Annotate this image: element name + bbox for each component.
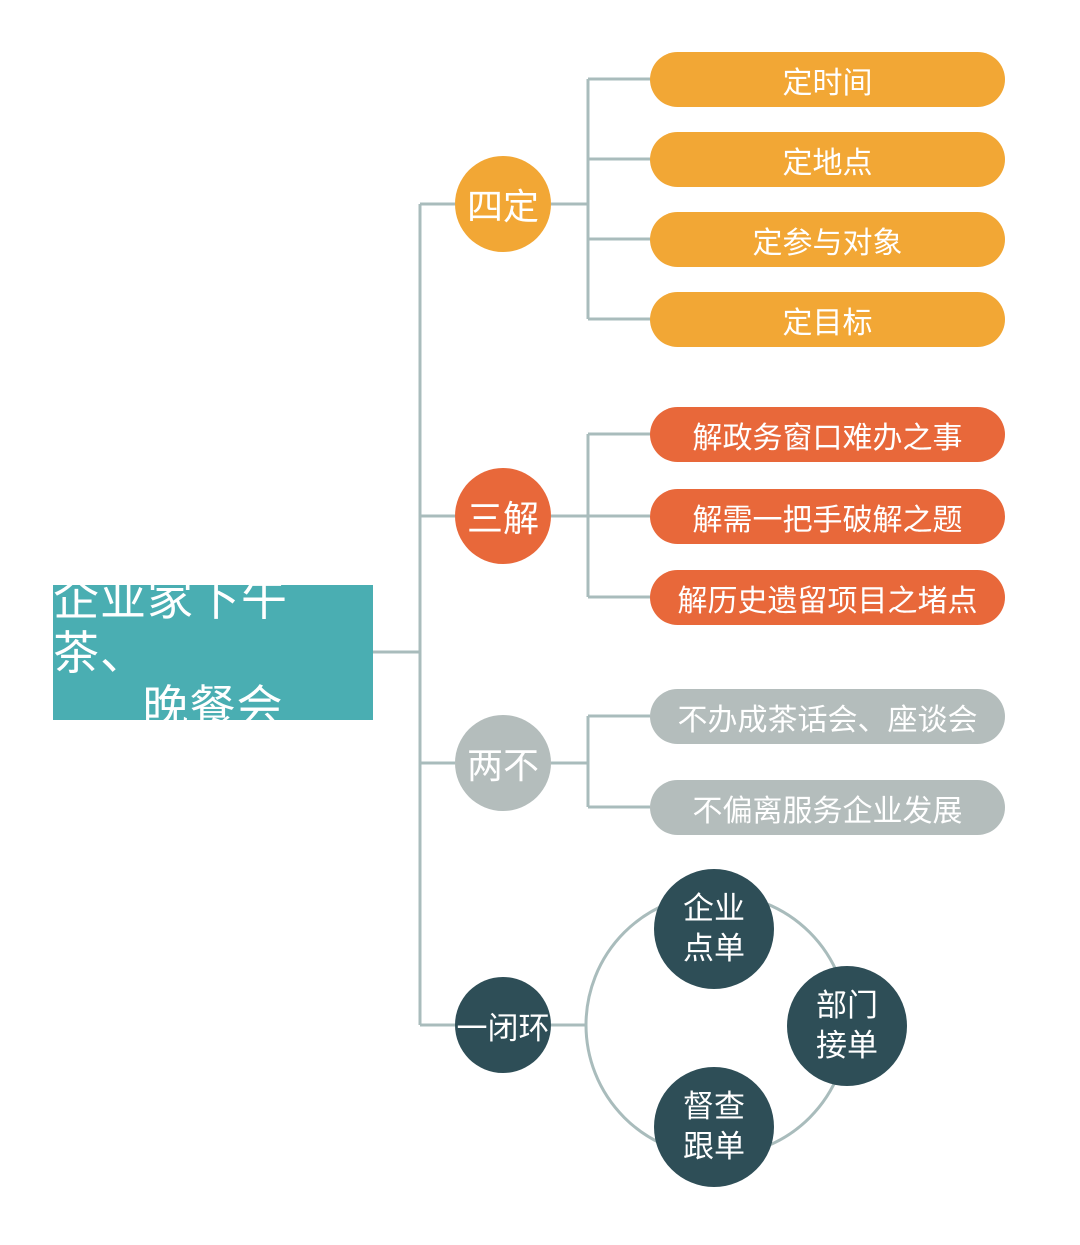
branch-sanjie: 三解 [455, 468, 551, 564]
loop-label-line1: 部门 [816, 988, 878, 1024]
leaf-sanjie-2: 解需一把手破解之题 [650, 489, 1005, 544]
branch-label: 一闭环 [456, 1010, 550, 1047]
leaf-label: 不办成茶话会、座谈会 [677, 702, 978, 738]
leaf-label: 定目标 [782, 305, 873, 341]
loop-label-line2: 跟单 [683, 1129, 745, 1165]
leaf-label: 解政务窗口难办之事 [692, 420, 963, 456]
leaf-label: 解历史遗留项目之堵点 [677, 583, 978, 619]
loop-label-line1: 企业 [683, 891, 745, 927]
leaf-liangbu-1: 不办成茶话会、座谈会 [650, 689, 1005, 744]
leaf-label: 定时间 [782, 65, 873, 101]
leaf-liangbu-2: 不偏离服务企业发展 [650, 780, 1005, 835]
loop-label-line2: 点单 [683, 931, 745, 967]
leaf-label: 定参与对象 [752, 225, 903, 261]
root-title-line1: 企业家下午茶、 [53, 571, 288, 680]
branch-siding: 四定 [455, 156, 551, 252]
branch-liangbu: 两不 [455, 715, 551, 811]
loop-label-line2: 接单 [816, 1028, 878, 1064]
leaf-label: 不偏离服务企业发展 [692, 793, 963, 829]
leaf-sanjie-3: 解历史遗留项目之堵点 [650, 570, 1005, 625]
root-title-line2: 晚餐会 [142, 679, 284, 734]
leaf-sanjie-1: 解政务窗口难办之事 [650, 407, 1005, 462]
loop-node-2: 部门 接单 [787, 966, 907, 1086]
branch-label: 两不 [466, 746, 539, 787]
branch-label: 四定 [466, 187, 539, 228]
leaf-siding-3: 定参与对象 [650, 212, 1005, 267]
loop-label-line1: 督查 [683, 1089, 745, 1125]
leaf-siding-1: 定时间 [650, 52, 1005, 107]
leaf-siding-2: 定地点 [650, 132, 1005, 187]
leaf-label: 解需一把手破解之题 [692, 502, 963, 538]
leaf-siding-4: 定目标 [650, 292, 1005, 347]
loop-node-3: 督查 跟单 [654, 1067, 774, 1187]
branch-label: 三解 [466, 499, 539, 540]
loop-node-1: 企业 点单 [654, 869, 774, 989]
leaf-label: 定地点 [782, 145, 873, 181]
root-topic: 企业家下午茶、 晚餐会 [53, 572, 373, 734]
branch-yibihuan: 一闭环 [455, 977, 551, 1073]
